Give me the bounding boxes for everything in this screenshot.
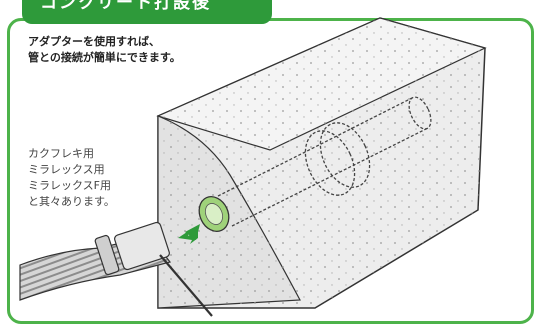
caption: アダプターを使用すれば、 管との接続が簡単にできます。 bbox=[28, 34, 181, 66]
concrete-block bbox=[156, 17, 487, 309]
caption-line-2: 管との接続が簡単にできます。 bbox=[28, 51, 181, 64]
variant-line-2: ミラレックス用 bbox=[28, 163, 105, 176]
adapter-ring bbox=[198, 195, 230, 233]
insert-arrow bbox=[178, 224, 200, 244]
variant-line-4: と其々あります。 bbox=[28, 195, 115, 208]
variant-line-3: ミラレックスF用 bbox=[28, 179, 111, 192]
title-text: コンクリート打設後 bbox=[40, 0, 211, 13]
variant-line-1: カクフレキ用 bbox=[28, 147, 94, 160]
adapter-variants: カクフレキ用 ミラレックス用 ミラレックスF用 と其々あります。 bbox=[28, 146, 115, 210]
caption-line-1: アダプターを使用すれば、 bbox=[28, 35, 160, 48]
flexible-hose bbox=[19, 221, 213, 317]
title-tab: コンクリート打設後 bbox=[22, 0, 272, 24]
embedded-pipe bbox=[217, 96, 432, 227]
